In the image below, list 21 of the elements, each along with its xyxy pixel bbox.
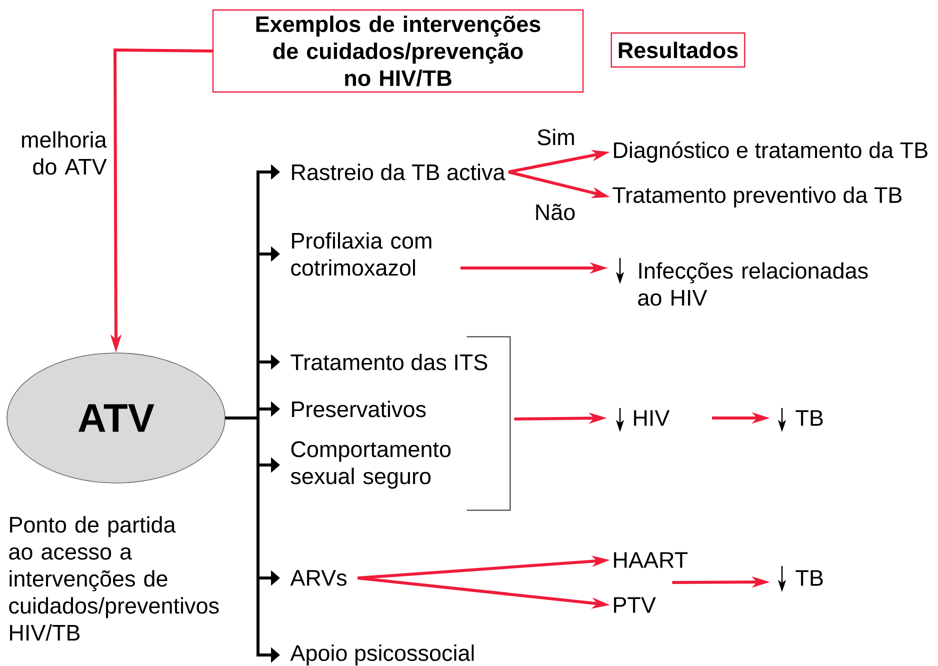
item-text: Tratamento preventivo da TB — [612, 186, 902, 208]
item-text: TB — [796, 410, 823, 426]
caption-text: Ponto de partida ao acesso a intervenções de cuidados/preventivos HIV/TB — [9, 516, 219, 641]
edge-label: Não — [533, 202, 577, 222]
item-text: HAART — [614, 552, 688, 568]
edge-label: melhoria do ATV — [6, 130, 108, 176]
item-text: Profilaxia com cotrimoxazol — [291, 232, 432, 276]
item-text: Tratamento das ITS — [290, 354, 488, 370]
item-text: Preservativos — [292, 400, 426, 418]
item-text: Infecções relacionadas ao HIV — [638, 262, 868, 306]
item-text: Rastreio da TB activa — [292, 164, 506, 180]
item-text: Apoio psicossocial — [290, 644, 474, 666]
heading-box: Exemplos de intervenções de cuidados/prevenção no HIV/TB — [212, 9, 584, 93]
item-text: PTV — [614, 597, 656, 613]
heading-box: Resultados — [610, 32, 746, 68]
item-text: TB — [796, 570, 823, 586]
edge-label: Sim — [536, 128, 576, 146]
item-text: Diagnóstico e tratamento da TB — [614, 141, 928, 163]
item-text: HIV — [634, 410, 670, 426]
item-text: Comportamento sexual seguro — [290, 441, 451, 489]
item-text: ARVs — [290, 570, 346, 586]
